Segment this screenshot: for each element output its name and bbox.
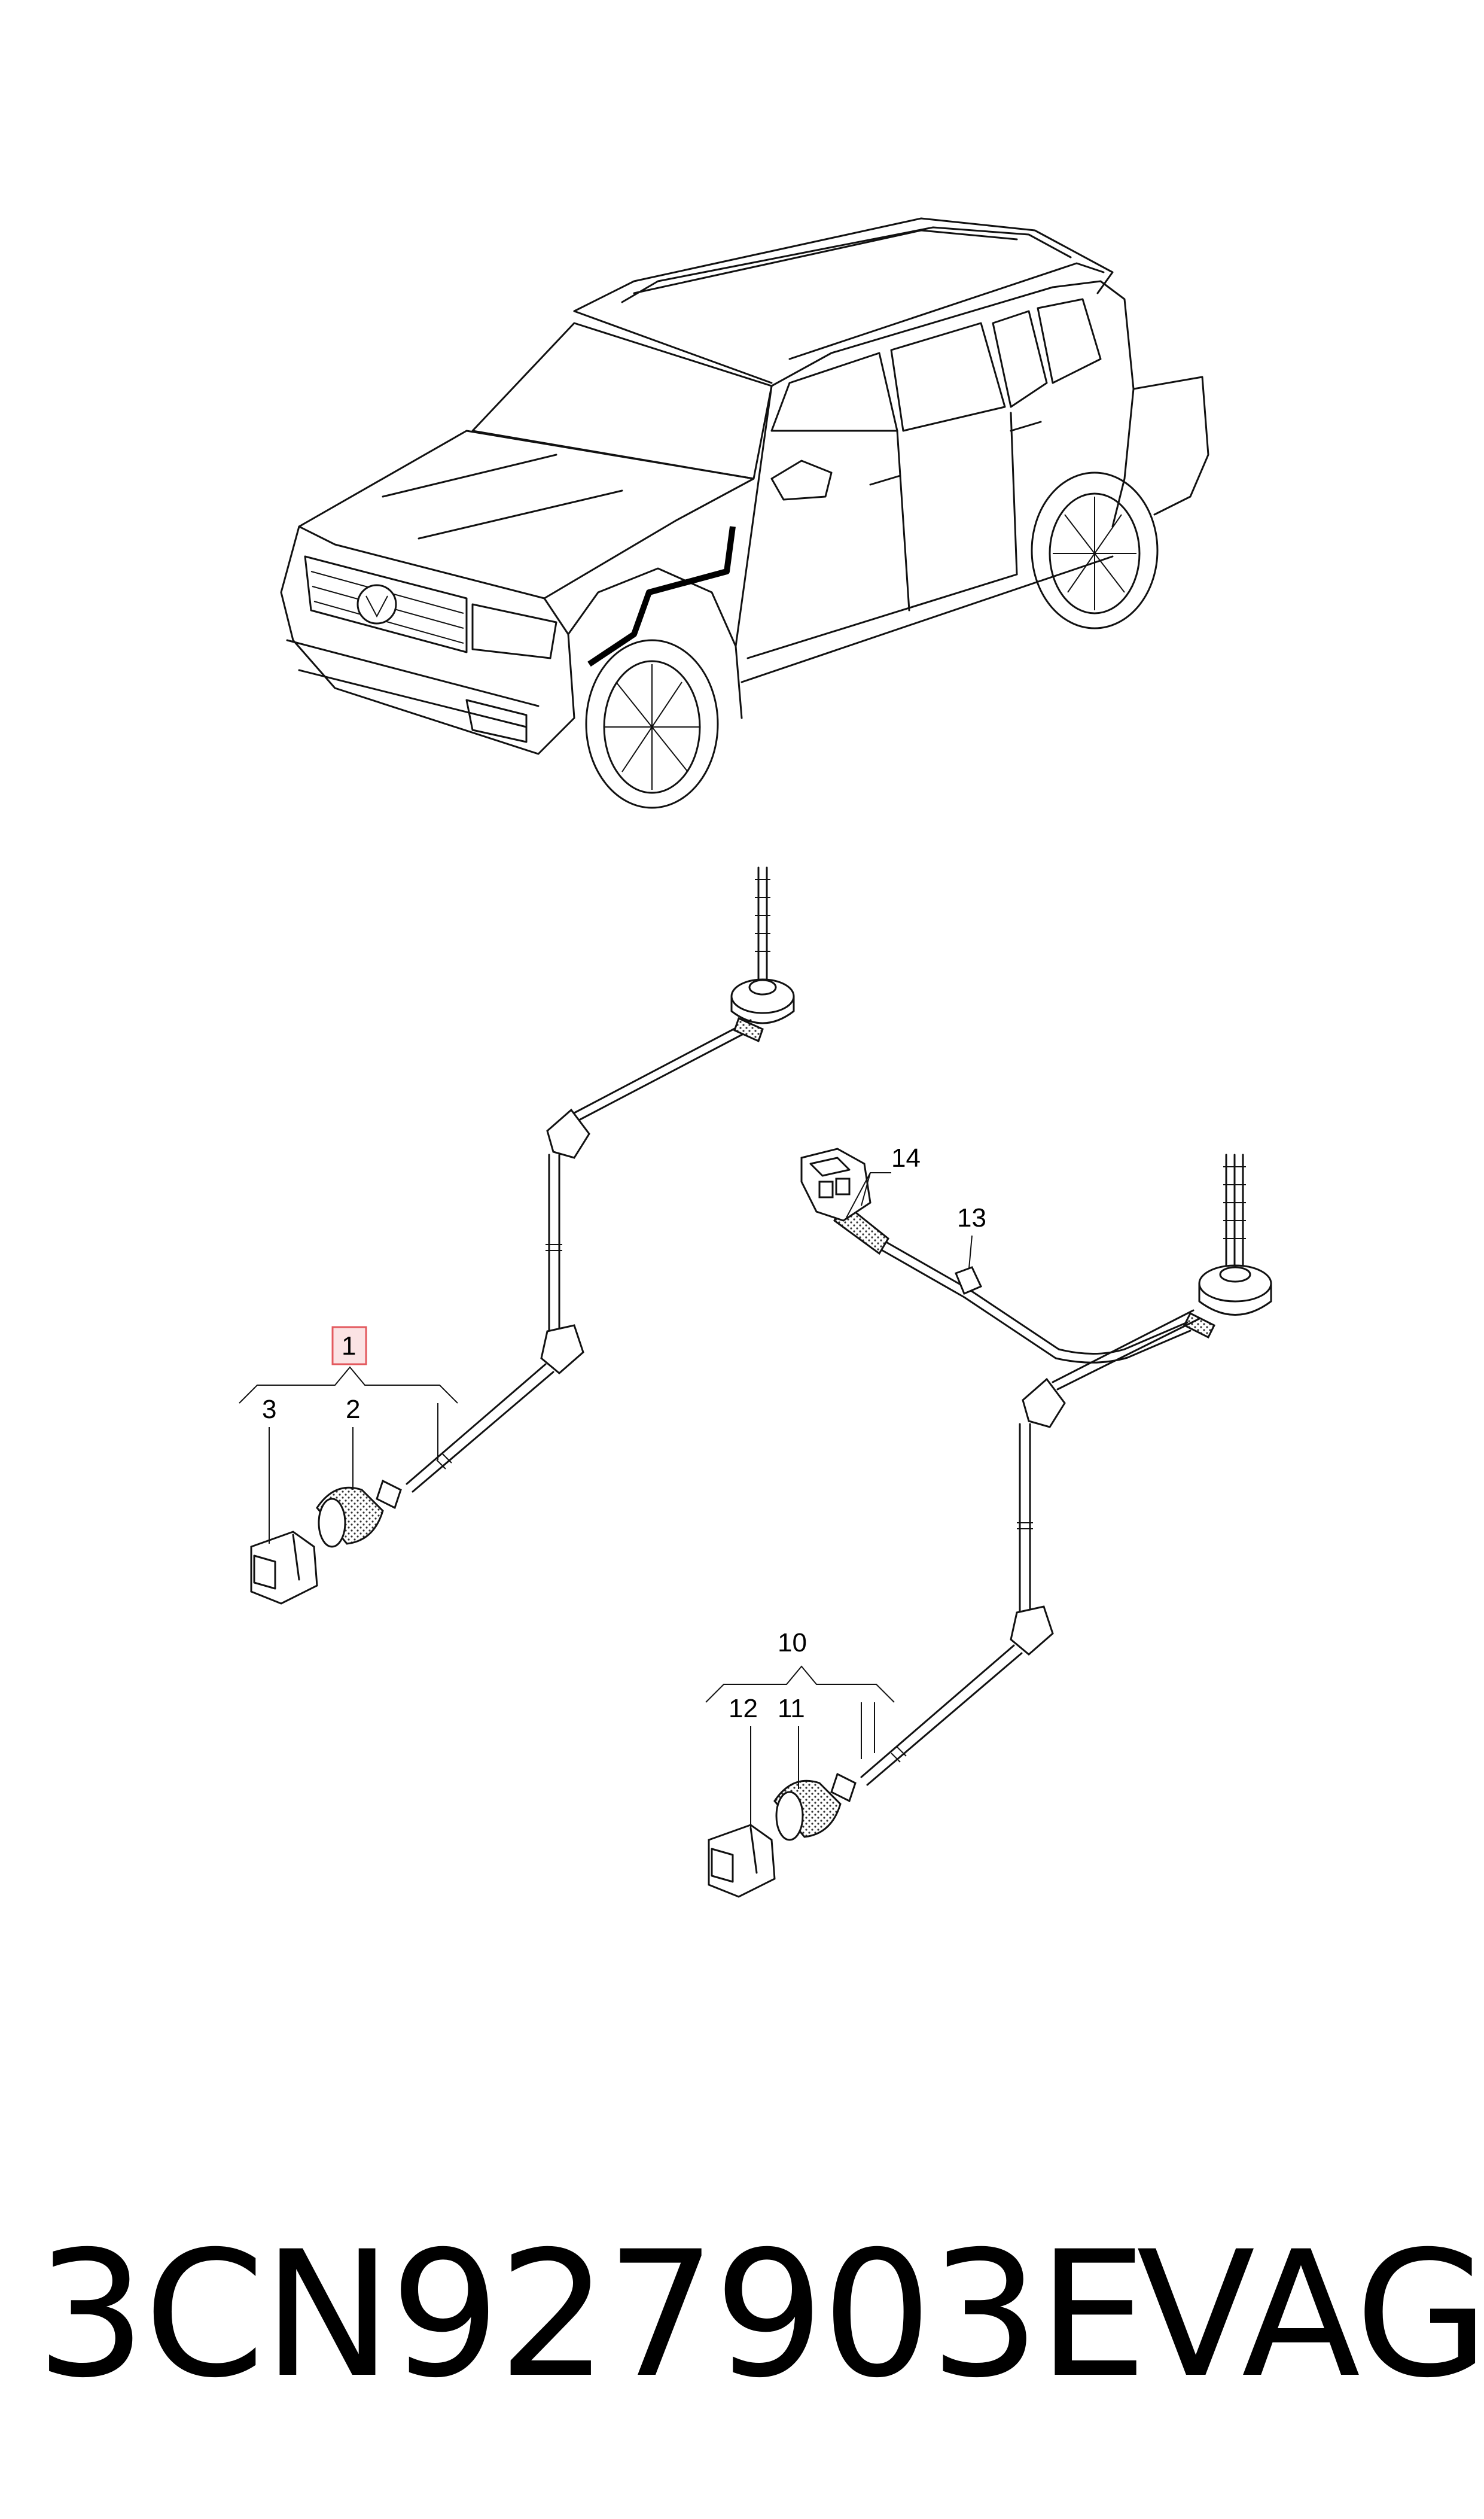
callout-1-highlight[interactable] bbox=[331, 1326, 367, 1365]
footer-part-number-line: 3CN927903E VAG bbox=[36, 2226, 1484, 2405]
vehicle-illustration bbox=[280, 217, 1209, 809]
leader-13 bbox=[968, 1235, 973, 1269]
callout-11[interactable]: 11 bbox=[778, 1694, 805, 1723]
callout-3[interactable]: 3 bbox=[262, 1395, 276, 1424]
callout-13[interactable]: 13 bbox=[957, 1203, 986, 1233]
sensor-assembly-10 bbox=[708, 1148, 1272, 1898]
bracket-1 bbox=[239, 1366, 458, 1404]
callout-1[interactable]: 1 bbox=[342, 1331, 356, 1361]
callout-2[interactable]: 2 bbox=[346, 1395, 360, 1424]
bracket-10 bbox=[705, 1665, 895, 1703]
brand-name: VAG bbox=[1136, 2214, 1484, 2416]
part-number: 3CN927903E bbox=[36, 2214, 1147, 2416]
callout-14[interactable]: 14 bbox=[891, 1143, 921, 1173]
callout-12[interactable]: 12 bbox=[729, 1694, 758, 1723]
callout-10[interactable]: 10 bbox=[778, 1628, 807, 1657]
sensor-assembly-1 bbox=[250, 866, 795, 1605]
leader-14 bbox=[846, 1172, 891, 1218]
